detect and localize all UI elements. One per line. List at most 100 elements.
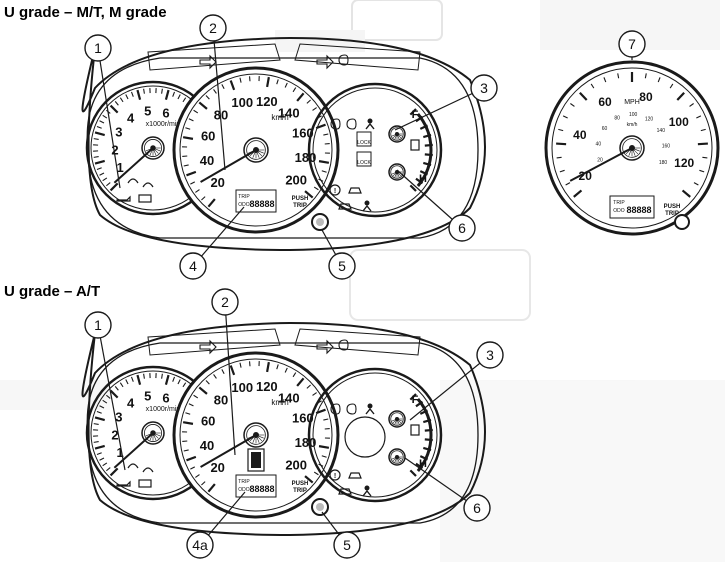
temp-tick — [424, 153, 433, 157]
speedometer-tick — [193, 394, 199, 399]
speedometer-tick — [313, 471, 319, 476]
car-icon — [338, 203, 352, 210]
mph-needle — [569, 147, 633, 182]
tachometer-tick — [125, 94, 129, 100]
battery-icon — [138, 479, 152, 488]
speedometer-tick — [239, 362, 242, 368]
kmh-inner-label: 180 — [659, 160, 668, 166]
fuel-tick — [409, 393, 417, 401]
callout-marker — [186, 531, 214, 559]
tachometer-tick — [109, 389, 119, 399]
speedometer-tick — [182, 421, 194, 425]
tachometer-tick — [106, 182, 111, 187]
kmh-inner-label: 40 — [596, 141, 602, 147]
belt-icon — [364, 485, 370, 491]
speedometer-label: 80 — [214, 392, 228, 407]
mph-tick — [579, 91, 588, 101]
fuel-scale — [416, 398, 433, 472]
tachometer-label: 5 — [144, 103, 151, 118]
speedometer-tick — [186, 170, 197, 177]
mph-odometer-digits: 88888 — [626, 205, 651, 215]
mph-trip-reset-knob — [674, 214, 690, 230]
battery-icon — [138, 194, 152, 203]
wiper-icon — [127, 463, 139, 469]
tachometer-tick — [143, 373, 145, 379]
arrow-icon — [199, 339, 217, 355]
odometer-digits: 88888 — [249, 484, 274, 494]
callout-leader — [404, 457, 478, 509]
mph-odometer-display — [609, 195, 655, 219]
tachometer-tick — [114, 386, 119, 391]
speedometer-tick — [304, 475, 314, 484]
fuel-full-label: F — [412, 109, 419, 121]
callout-number: 2 — [209, 20, 217, 36]
kmh-inner-label: 100 — [629, 112, 638, 118]
callout-leader — [97, 324, 126, 471]
gauge-pod-face — [312, 372, 438, 498]
callout-leader — [396, 169, 463, 229]
speedometer-tick — [213, 89, 217, 94]
speedometer-tick — [207, 483, 216, 493]
oil-icon — [116, 480, 131, 487]
wiper-icon — [142, 467, 154, 473]
car-icon — [348, 472, 362, 479]
speedometer-tick — [193, 109, 199, 114]
speedometer-tick — [266, 361, 270, 373]
mph-tick — [617, 73, 620, 79]
svg-text:!: ! — [334, 473, 336, 480]
push-trip-label: TRIP — [293, 488, 307, 494]
speedometer-tick — [188, 118, 194, 122]
tachometer-tick — [177, 94, 181, 100]
speedometer-tick — [201, 196, 206, 201]
kmh-inner-label: 20 — [597, 158, 603, 164]
callout-marker — [84, 34, 112, 62]
mph-tick — [603, 77, 607, 83]
tachometer-tick — [182, 382, 187, 388]
speedometer-tick — [296, 377, 305, 387]
speedometer-unit: km/h — [271, 398, 288, 407]
tachometer-tick — [102, 399, 108, 404]
mph-label: 100 — [669, 115, 689, 129]
speedometer-tick — [182, 136, 194, 140]
tachometer-label: 2 — [111, 427, 118, 442]
mph-tick — [559, 169, 565, 173]
speedometer-tick — [213, 374, 217, 379]
fuel-tick — [424, 143, 433, 147]
mph-tick — [676, 91, 685, 101]
callout-number: 1 — [94, 40, 102, 56]
tachometer-label: 1 — [116, 160, 123, 175]
temp-tick — [409, 469, 417, 477]
speedometer-tick — [304, 190, 314, 199]
fuel-icon — [410, 139, 420, 151]
speedometer-tick — [276, 79, 279, 85]
kmh-inner-label: 160 — [662, 144, 671, 150]
odometer-display — [235, 189, 277, 213]
kmh-inner-unit: km/h — [627, 122, 638, 128]
callout-number: 4a — [192, 537, 208, 553]
callout-marker — [618, 30, 646, 58]
tachometer-label: 1 — [116, 445, 123, 460]
speedometer-tick — [321, 455, 327, 458]
arrow-icon — [316, 339, 334, 355]
temp-tick — [415, 462, 424, 470]
tachometer-tick — [93, 423, 99, 425]
arrow-icon — [316, 54, 334, 70]
fuel-icon — [410, 424, 420, 436]
fuel-tick — [415, 400, 424, 408]
tachometer-tick — [94, 131, 105, 137]
shift-lock-label: LOCK — [357, 140, 371, 146]
speedometer-tick — [315, 408, 326, 415]
callout-leader — [394, 87, 485, 131]
speedometer-tick — [188, 403, 194, 407]
callout-number: 5 — [343, 537, 351, 553]
speedometer-tick — [198, 386, 208, 395]
oil-icon — [116, 195, 131, 202]
callout-number: 6 — [473, 500, 481, 516]
tachometer-label: 3 — [115, 124, 122, 139]
mph-tick — [570, 103, 575, 107]
callout-marker — [211, 288, 239, 316]
speedometer-tick — [292, 372, 297, 378]
speedometer-tick — [229, 365, 236, 376]
